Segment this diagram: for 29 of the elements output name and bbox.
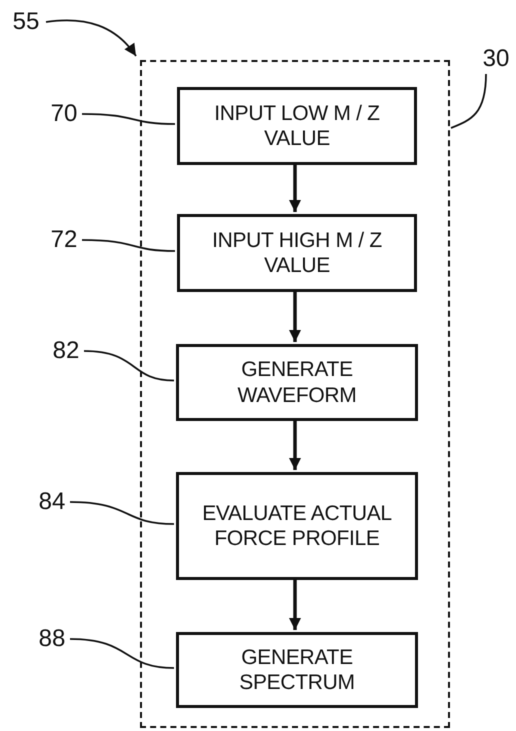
leader-line: [84, 350, 174, 382]
process-box: [177, 87, 417, 165]
leader-line: [70, 638, 174, 669]
leader-arrow: [46, 19, 137, 57]
callout-number: 55: [6, 8, 46, 36]
callout-number: 72: [46, 226, 82, 254]
leader-line: [70, 501, 174, 525]
step-text: GENERATE WAVEFORM: [236, 357, 358, 408]
step-text: EVALUATE ACTUAL FORCE PROFILE: [201, 500, 393, 552]
flow-arrow: [289, 578, 301, 630]
flow-arrow: [289, 163, 301, 212]
flow-arrow: [289, 290, 301, 342]
callout-number: 70: [46, 100, 82, 128]
flow-arrow: [289, 419, 301, 470]
leader-line: [82, 239, 176, 252]
process-box: [176, 344, 418, 421]
leader-line: [450, 74, 487, 129]
dashed-boundary: [140, 60, 450, 728]
step-text: INPUT LOW M / Z VALUE: [213, 100, 381, 152]
process-box: [177, 214, 417, 292]
process-box: [176, 632, 418, 708]
process-box: [176, 472, 418, 580]
callout-number: 30: [476, 44, 516, 74]
step-text: INPUT HIGH M / Z VALUE: [211, 228, 383, 278]
callout-number: 88: [34, 625, 70, 653]
callout-number: 84: [34, 488, 70, 516]
leader-line: [82, 113, 176, 125]
callout-number: 82: [48, 337, 84, 365]
step-text: GENERATE SPECTRUM: [238, 644, 356, 696]
